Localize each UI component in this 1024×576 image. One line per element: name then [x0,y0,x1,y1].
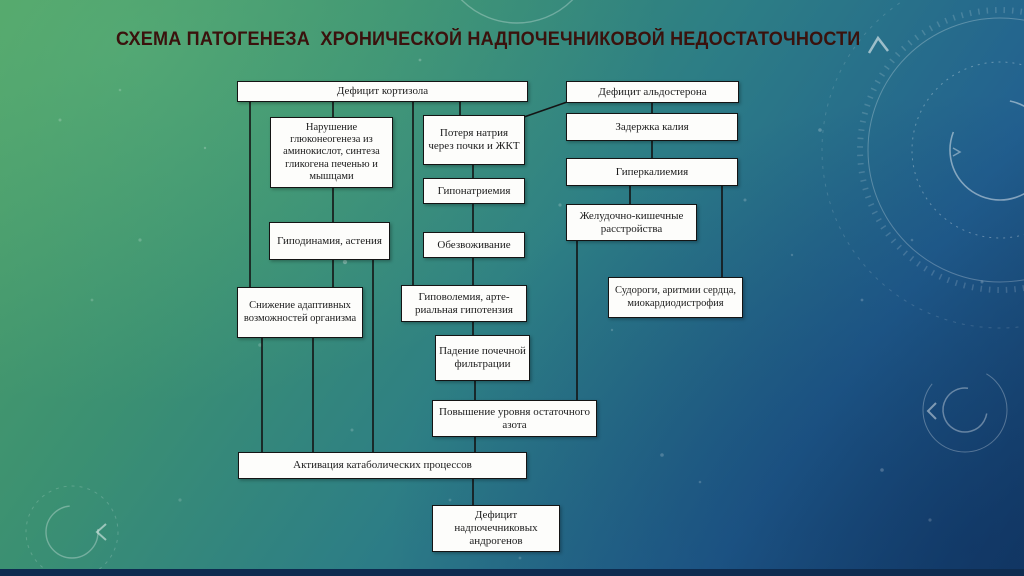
node-hypodynamia-asthenia: Гиподинамия, астения [269,222,390,260]
node-adrenal-androgen-deficit: Дефицит надпочечниковых андрогенов [432,505,560,552]
node-hypovolemia-hypotension: Гиповолемия, арте-риальная гипотензия [401,285,527,322]
node-gluconeogenesis-disorder: Нарушение глюконеогенеза из аминокислот,… [270,117,393,188]
node-sodium-loss: Потеря натрия через почки и ЖКТ [423,115,525,165]
bottom-accent-bar [0,569,1024,576]
node-adaptive-capacity-decline: Снижение адаптивных возможностей организ… [237,287,363,338]
node-seizures-arrhythmia: Судороги, аритмии сердца, миокардиодистр… [608,277,743,318]
node-aldosterone-deficit: Дефицит альдостерона [566,81,739,103]
compass-rings-bottom-left [25,485,119,576]
node-potassium-retention: Задержка калия [566,113,738,141]
node-cortisol-deficit: Дефицит кортизола [237,81,528,102]
chevron-right-icon [952,147,962,157]
node-residual-nitrogen-increase: Повышение уровня остаточного азота [432,400,597,437]
node-hyperkalemia: Гиперкалиемия [566,158,738,186]
arc-top-center [460,0,574,24]
slide-title: СХЕМА ПАТОГЕНЕЗА ХРОНИЧЕСКОЙ НАДПОЧЕЧНИК… [116,29,861,50]
node-catabolic-activation: Активация катаболических процессов [238,452,527,479]
node-hyponatremia: Гипонатриемия [423,178,525,204]
node-renal-filtration-drop: Падение почечной фильтрации [435,335,530,381]
node-gastrointestinal-disorders: Желудочно-кишечные расстройства [566,204,697,241]
compass-rings-bottom-right [922,367,1008,453]
chevron-left-icon [926,402,937,420]
chevron-left-icon [95,523,107,541]
node-dehydration: Обезвоживание [423,232,525,258]
